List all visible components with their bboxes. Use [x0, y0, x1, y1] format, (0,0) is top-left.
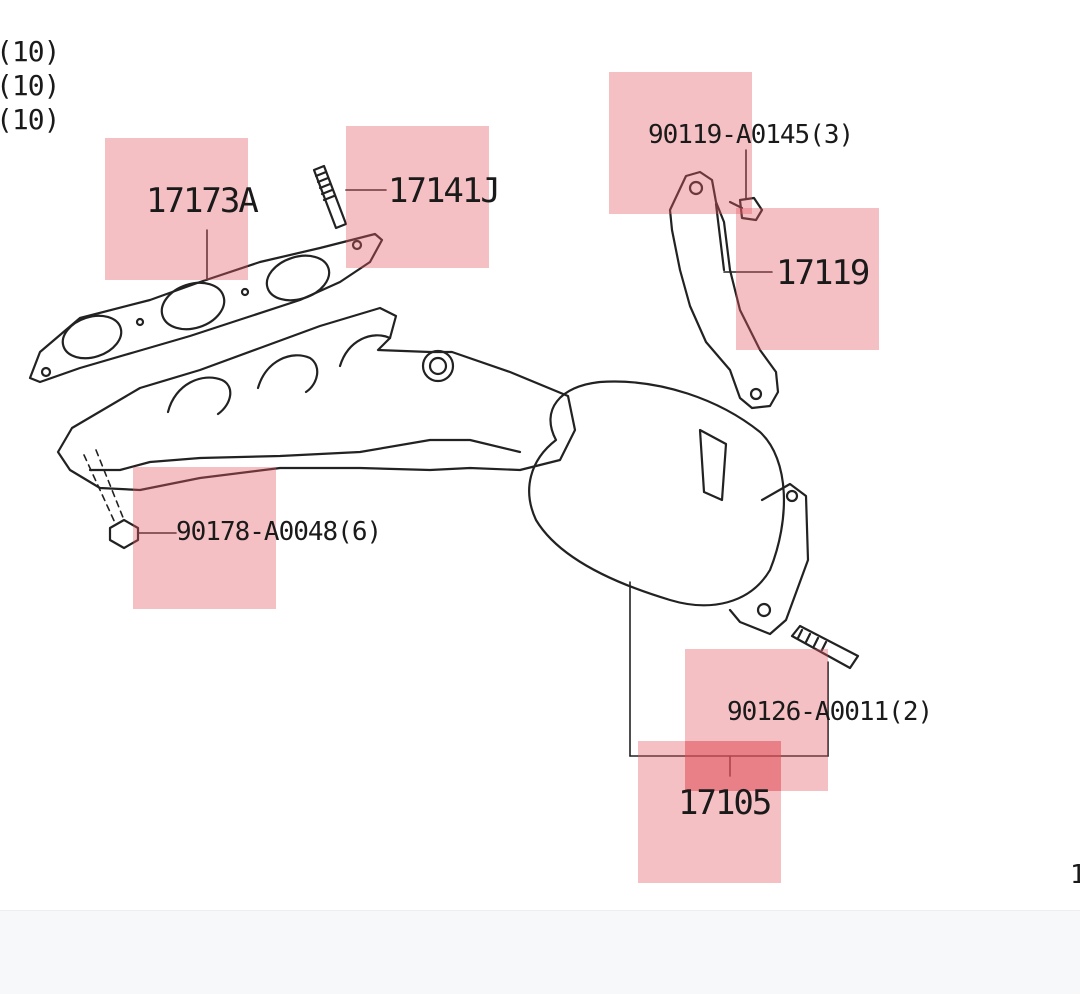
- qty-label: (10): [0, 69, 60, 102]
- qty-label: (10): [0, 103, 60, 136]
- bottom-bar: [0, 910, 1080, 994]
- hotspot-17173a[interactable]: [105, 138, 248, 280]
- leader-lines: [137, 149, 829, 777]
- callout-90178[interactable]: 90178-A0048(6): [176, 517, 382, 547]
- callout-17141j[interactable]: 17141J: [388, 171, 501, 211]
- callout-17173a[interactable]: 17173A: [146, 181, 259, 221]
- stud-drawing: [312, 164, 348, 230]
- hotspot-overlap: [685, 741, 781, 791]
- bracket-drawing: [668, 170, 780, 410]
- callout-90126[interactable]: 90126-A0011(2): [727, 697, 933, 727]
- qty-label: (10): [0, 35, 60, 68]
- callout-90119[interactable]: 90119-A0145(3): [648, 120, 854, 150]
- hotspot-17119[interactable]: [736, 208, 879, 350]
- hotspot-17105[interactable]: [638, 741, 781, 883]
- edge-fragment: 1: [1070, 860, 1080, 890]
- gasket-drawing: [28, 232, 384, 384]
- callout-17119[interactable]: 17119: [776, 253, 870, 293]
- bolt-drawing: [728, 196, 764, 222]
- exhaust-manifold-illustration: [28, 149, 860, 777]
- hotspot-90178[interactable]: [133, 467, 276, 609]
- nut-drawing: [108, 518, 140, 550]
- hotspot-90126[interactable]: [685, 649, 828, 791]
- diagram-viewer[interactable]: (10) (10) (10) 1 17173A 17141J 90119-A01…: [0, 0, 1080, 910]
- manifold-drawing: [56, 306, 810, 636]
- callout-17105[interactable]: 17105: [678, 783, 772, 823]
- hotspot-90119[interactable]: [609, 72, 752, 214]
- stud-drawing-2: [790, 624, 860, 670]
- hotspot-17141j[interactable]: [346, 126, 489, 268]
